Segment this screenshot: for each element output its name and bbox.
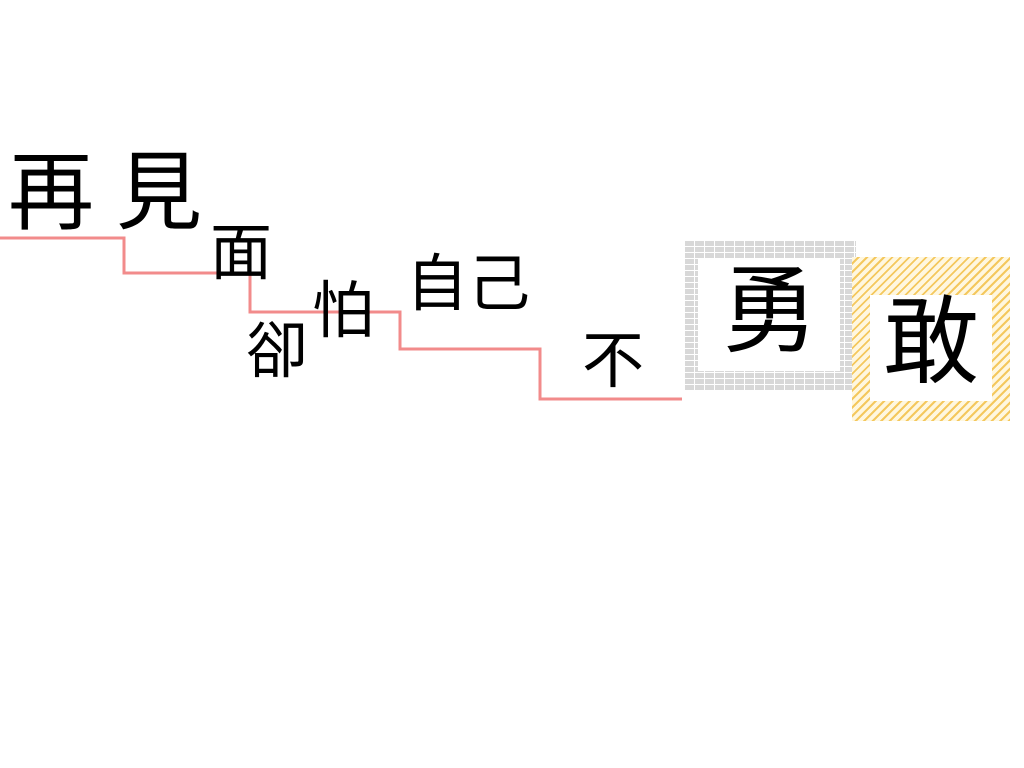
word-yong: 勇: [722, 255, 818, 367]
word-pa: 怕: [312, 274, 375, 347]
word-bu: 不: [582, 324, 645, 397]
striped-box-inner: [870, 295, 992, 401]
brick-pattern-box: 勇: [684, 241, 856, 391]
word-ziji: 自己: [406, 247, 531, 320]
word-gan: 敢: [883, 286, 979, 398]
word-mian: 面: [210, 216, 273, 289]
staircase-path: [0, 236, 682, 401]
striped-pattern-box: 敢: [852, 257, 1010, 421]
brick-box-inner: [698, 259, 840, 371]
word-que: 卻: [246, 314, 309, 387]
word-zai: 再: [8, 143, 94, 243]
word-jian: 見: [116, 143, 202, 243]
